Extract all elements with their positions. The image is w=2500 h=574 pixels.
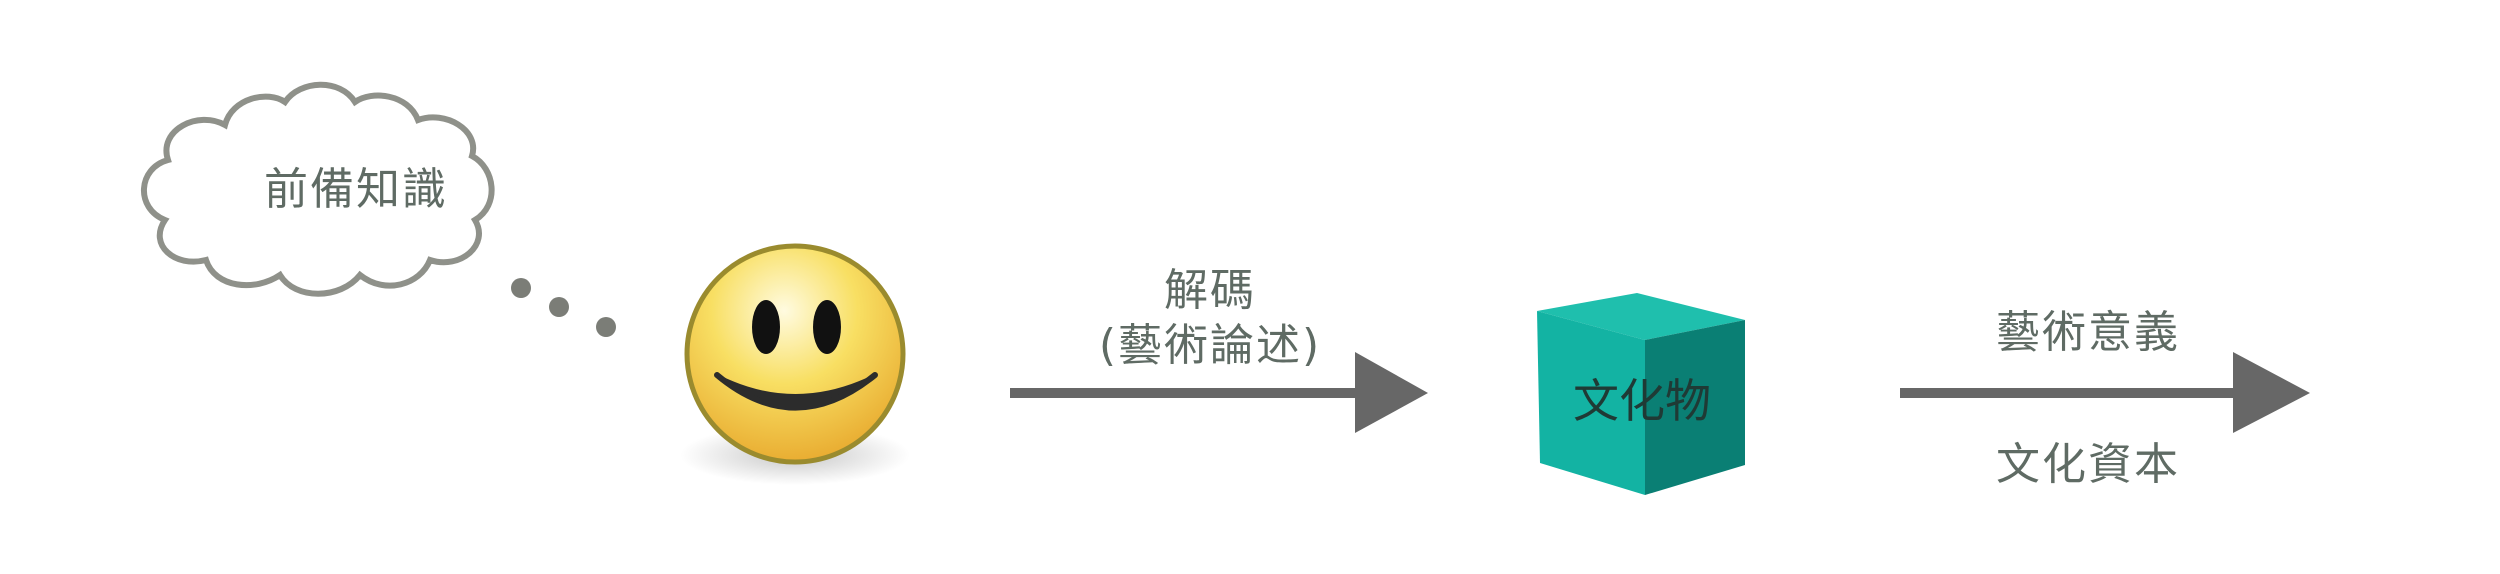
decode-arrow-head [1355,352,1428,433]
face-circle [684,243,906,465]
cube-top [1537,293,1745,340]
result-arrow-head [2233,352,2310,433]
cube-front [1537,311,1645,495]
outcome-top-label: 藝術意義 [1996,307,2180,358]
culture-object-cube: 文化物 [1537,293,1745,495]
cloud-shape [140,81,495,297]
thought-dot [549,297,569,317]
decode-label-line1: 解碼 [1164,265,1256,316]
cube-side [1645,320,1745,495]
thought-dot [596,317,616,337]
thought-label: 前備知識 [264,164,448,215]
decode-arrow: 解碼 (藝術論述) [1010,265,1428,433]
decode-label-line2: (藝術論述) [1099,320,1321,371]
object-label: 文化物 [1573,374,1711,428]
thought-dots [511,278,616,337]
thought-cloud: 前備知識 [140,81,495,297]
outcome-bottom-label: 文化資本 [1996,439,2180,490]
left-eye [752,300,780,354]
result-arrow: 藝術意義 文化資本 [1900,307,2310,490]
smiley-face-icon [680,243,910,485]
right-eye [813,300,841,354]
smile-line [714,372,878,411]
thought-dot [511,278,531,298]
